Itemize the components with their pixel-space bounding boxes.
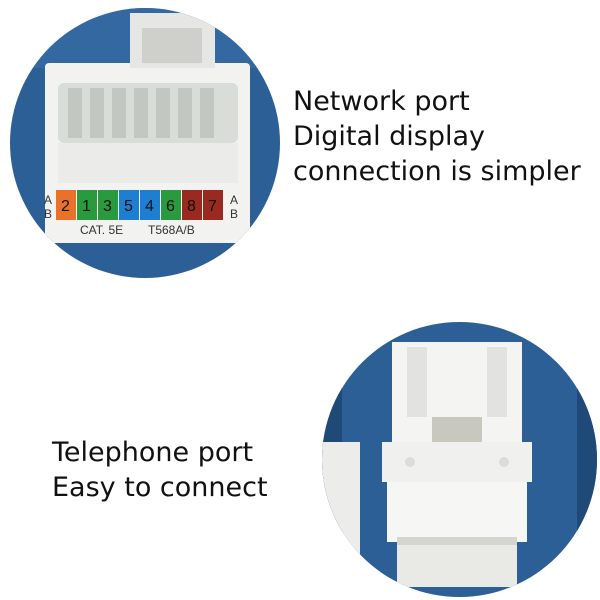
jack-opening xyxy=(397,537,517,587)
collar-dot-left xyxy=(405,457,415,467)
collar-dot-right xyxy=(499,457,509,467)
pin-block xyxy=(77,190,97,220)
pin-number: 7 xyxy=(208,198,217,215)
pin-number: 5 xyxy=(124,198,133,215)
cap-ribs xyxy=(68,88,214,138)
pin-number: 3 xyxy=(103,198,112,215)
telephone-line-2: Easy to connect xyxy=(52,472,268,503)
jack-front xyxy=(387,482,527,542)
jack-top-opening xyxy=(142,28,202,63)
jack-top-slot-left xyxy=(407,347,427,417)
pin-number: 8 xyxy=(187,198,196,215)
telephone-port-photo xyxy=(322,322,597,597)
pin-number: 4 xyxy=(145,198,154,215)
panel-edge-right xyxy=(577,362,597,562)
pin-number: 2 xyxy=(61,198,70,215)
network-line-2: Digital display xyxy=(293,121,486,152)
standard-label: CAT. 5E xyxy=(80,223,123,237)
pin-block xyxy=(140,190,160,220)
pin-block xyxy=(119,190,139,220)
jack-collar xyxy=(382,442,532,482)
jack-top-slot-right xyxy=(487,347,507,417)
pin-number: 1 xyxy=(82,198,91,215)
pin-block xyxy=(161,190,181,220)
pin-block xyxy=(56,190,76,220)
jack-opening-shadow xyxy=(397,537,517,545)
row-b-label-left: B xyxy=(44,207,52,221)
telephone-caption: Telephone port Easy to connect xyxy=(52,435,268,505)
network-line-3: connection is simpler xyxy=(293,156,581,187)
telephone-jack-illustration xyxy=(322,322,597,597)
telephone-title: Telephone port xyxy=(52,437,254,468)
wiring-label: T568A/B xyxy=(148,223,195,237)
row-a-label-left: A xyxy=(44,193,52,207)
jack-teeth xyxy=(58,143,238,183)
pin-number: 6 xyxy=(166,198,175,215)
contact-window xyxy=(432,417,482,442)
pin-block xyxy=(98,190,118,220)
row-a-label-right: A xyxy=(230,193,238,207)
network-title: Network port xyxy=(293,86,470,117)
row-b-label-right: B xyxy=(230,207,238,221)
network-caption: Network port Digital display connection … xyxy=(293,84,581,189)
side-module xyxy=(322,442,360,582)
pin-block xyxy=(182,190,202,220)
pin-block xyxy=(203,190,223,220)
